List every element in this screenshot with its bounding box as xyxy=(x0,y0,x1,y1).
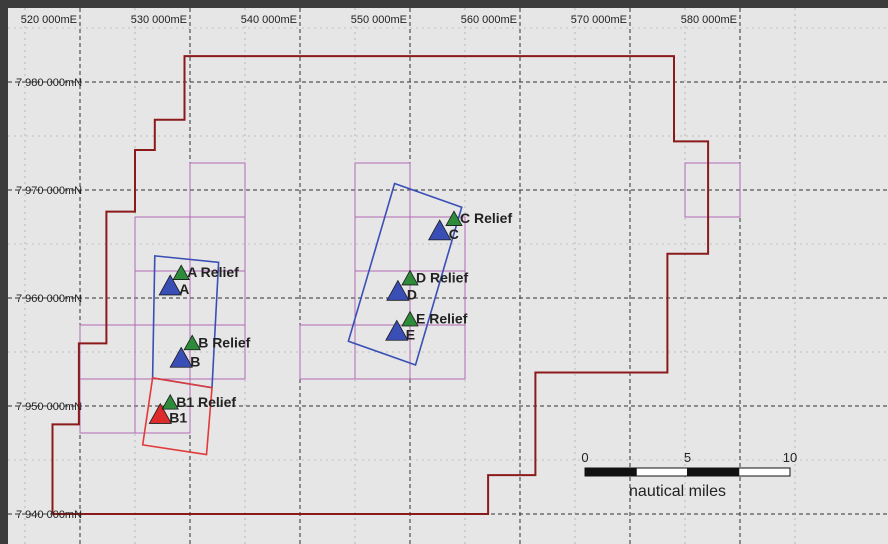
scale-tick-label: 5 xyxy=(684,450,691,465)
well-label-D: D xyxy=(407,287,417,303)
scale-bar-segment xyxy=(584,467,637,477)
tenement-block xyxy=(134,216,191,272)
easting-label: 550 000mE xyxy=(351,14,407,26)
well-marker-B1[interactable] xyxy=(148,402,172,424)
scale-bar-segment xyxy=(687,467,740,477)
northing-label: 7 960 000mN xyxy=(16,293,82,305)
well-marker-B[interactable] xyxy=(169,346,193,368)
well-label-C-relief: C Relief xyxy=(460,210,512,226)
scale-bar-segment xyxy=(738,467,791,477)
well-marker-B1-relief[interactable] xyxy=(161,393,179,410)
scale-bar-segment xyxy=(635,467,688,477)
northing-label: 7 980 000mN xyxy=(16,77,82,89)
northing-label: 7 950 000mN xyxy=(16,401,82,413)
well-marker-E[interactable] xyxy=(385,319,409,341)
well-label-A-relief: A Relief xyxy=(187,264,239,280)
tenement-block xyxy=(79,324,136,380)
map-panel: 520 000mE 530 000mE 540 000mE 550 000mE 560 … xyxy=(8,8,888,544)
scale-tick-label: 0 xyxy=(581,450,588,465)
scale-tick-label: 10 xyxy=(783,450,797,465)
well-label-B-relief: B Relief xyxy=(198,334,250,350)
northing-label: 7 970 000mN xyxy=(16,185,82,197)
well-marker-C[interactable] xyxy=(428,219,452,241)
well-marker-E-relief[interactable] xyxy=(401,310,419,327)
well-label-E: E xyxy=(406,326,415,342)
well-label-A: A xyxy=(179,281,189,297)
well-label-B: B xyxy=(190,353,200,369)
well-label-E-relief: E Relief xyxy=(416,311,468,327)
easting-label: 530 000mE xyxy=(131,14,187,26)
easting-label: 560 000mE xyxy=(461,14,517,26)
tenement-block xyxy=(409,324,466,380)
easting-label: 540 000mE xyxy=(241,14,297,26)
well-marker-D-relief[interactable] xyxy=(401,269,419,286)
easting-label: 520 000mE xyxy=(21,14,77,26)
permit-boundary xyxy=(51,55,710,515)
well-label-C: C xyxy=(449,226,459,242)
survey-area-b1 xyxy=(141,376,213,456)
well-marker-B-relief[interactable] xyxy=(183,334,201,351)
northing-label: 7 940 000mN xyxy=(16,509,82,521)
easting-label: 570 000mE xyxy=(571,14,627,26)
survey-area-cde xyxy=(347,182,463,366)
scale-unit-label: nautical miles xyxy=(629,483,726,500)
map-canvas[interactable]: 520 000mE 530 000mE 540 000mE 550 000mE 560 … xyxy=(8,8,888,544)
well-marker-D[interactable] xyxy=(386,279,410,301)
easting-label: 580 000mE xyxy=(681,14,737,26)
well-marker-A-relief[interactable] xyxy=(172,264,190,280)
well-label-D-relief: D Relief xyxy=(416,270,468,286)
tenement-block xyxy=(684,162,741,218)
tenement-block xyxy=(189,324,246,380)
well-marker-A[interactable] xyxy=(158,274,182,296)
well-label-B1-relief: B1 Relief xyxy=(176,394,236,410)
well-label-B1: B1 xyxy=(169,410,187,426)
well-marker-C-relief[interactable] xyxy=(445,210,463,226)
